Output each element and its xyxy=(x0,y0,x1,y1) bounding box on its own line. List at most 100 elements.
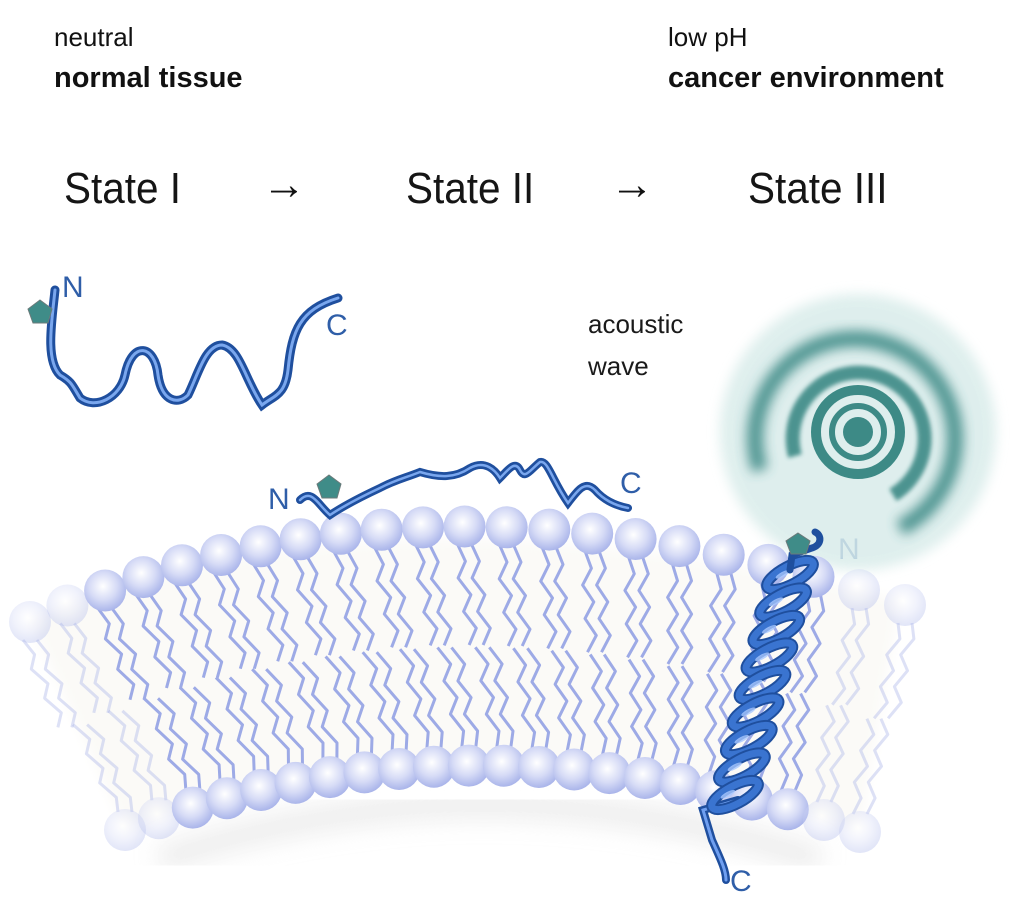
lipid-tail xyxy=(192,686,236,781)
lipid-head xyxy=(447,744,490,787)
state2-c-terminus-label: C xyxy=(620,467,642,500)
state3-cargo-icon xyxy=(785,532,811,555)
lipid-tail xyxy=(789,594,812,694)
lipid-tail xyxy=(346,550,375,652)
acoustic-wave-icon xyxy=(720,294,996,570)
lipid-tail xyxy=(627,658,644,761)
acoustic-wave-label-line1: acoustic xyxy=(588,309,684,339)
lipid-tail xyxy=(214,676,256,773)
lipid-head xyxy=(412,745,455,788)
lipid-heads xyxy=(9,505,926,853)
lipid-tail xyxy=(412,648,444,749)
state2-n-terminus-label: N xyxy=(268,483,290,516)
lipid-tail xyxy=(387,547,414,648)
lipid-head xyxy=(838,569,880,612)
helix-shine xyxy=(734,734,749,744)
lipid-tail xyxy=(488,646,515,748)
lipid-tail xyxy=(142,697,188,790)
lipid-tail xyxy=(212,572,247,670)
lipid-tail xyxy=(550,649,572,752)
lipid-tail xyxy=(226,572,261,670)
lipid-tail xyxy=(564,649,586,752)
lipid-tail xyxy=(886,622,916,720)
lipid-tail xyxy=(707,572,723,673)
lipid-tail xyxy=(666,563,680,665)
lipid-tail xyxy=(470,543,492,646)
lipid-tail xyxy=(777,692,797,792)
lipid-tail xyxy=(73,622,113,714)
lipid-tail xyxy=(59,622,99,714)
lipid-head xyxy=(84,569,127,612)
lipid-tail xyxy=(266,563,299,662)
lipid-head xyxy=(161,544,203,587)
lipid-head xyxy=(802,799,845,841)
helix-shine xyxy=(748,679,763,689)
lipid-tail xyxy=(829,704,850,803)
lipid-tail xyxy=(526,647,551,750)
helix-turn-face xyxy=(742,639,797,676)
lipid-tail xyxy=(332,550,361,652)
lipid-head xyxy=(46,584,89,627)
state1-peptide xyxy=(27,285,343,412)
lipid-head xyxy=(658,525,701,568)
lipid-head xyxy=(239,525,282,568)
lipid-head xyxy=(308,756,351,799)
acoustic-wave-label-line2: wave xyxy=(588,351,649,381)
lipid-tail xyxy=(680,665,694,767)
helix-turn-face xyxy=(715,749,769,786)
lipid-tail xyxy=(156,697,202,790)
lipid-tail xyxy=(414,544,439,646)
lipid-tail xyxy=(721,572,737,673)
left-condition-title: normal tissue xyxy=(54,62,243,94)
lipid-tail xyxy=(107,709,154,801)
lipid-head xyxy=(378,748,421,790)
lipid-tail xyxy=(110,607,150,701)
state-1-label: State I xyxy=(64,164,182,213)
lipid-tail xyxy=(324,655,360,755)
helix-turn-face xyxy=(756,584,810,621)
lipid-head xyxy=(240,769,283,811)
helix-turn-face xyxy=(763,556,817,594)
lipid-head xyxy=(104,809,146,851)
lipid-tail xyxy=(306,556,337,656)
lipid-tail xyxy=(450,646,480,748)
arrow-2-icon: → xyxy=(610,160,654,209)
helix-turn-face xyxy=(708,776,762,814)
lipid-tail xyxy=(637,556,653,659)
helix-shine xyxy=(755,652,770,662)
lipid-head xyxy=(485,506,528,549)
helix-c-tail-highlight xyxy=(701,798,740,882)
lipid-head xyxy=(839,811,881,853)
lipid-head xyxy=(571,512,614,555)
right-condition-title: cancer environment xyxy=(668,62,944,94)
lipid-tail xyxy=(287,661,325,760)
lipid-tail xyxy=(791,692,811,792)
lipid-tail xyxy=(96,607,136,701)
lipid-head xyxy=(614,518,657,560)
lipid-head xyxy=(766,788,809,831)
lipid-tail xyxy=(149,594,187,689)
lipid-tails xyxy=(21,543,916,815)
lipid-tail xyxy=(86,723,134,813)
lipid-tail xyxy=(228,676,270,773)
lipid-tail xyxy=(845,607,871,706)
lipid-tail xyxy=(265,668,304,765)
lipid-tail xyxy=(511,544,532,647)
lipid-tail xyxy=(831,607,857,706)
lipid-head xyxy=(137,797,180,840)
lipid-head xyxy=(884,584,926,626)
lipid-tail xyxy=(398,648,430,749)
lipid-tail xyxy=(865,718,890,815)
lipid-tail xyxy=(187,582,224,679)
lipid-tail xyxy=(666,665,680,767)
lipid-tail xyxy=(178,686,222,781)
lipid-tail xyxy=(252,563,285,662)
lipid-tail xyxy=(851,718,876,815)
lipid-tail xyxy=(581,551,598,653)
helix-turn-face xyxy=(721,721,776,759)
helix-shine xyxy=(775,569,790,579)
lipid-bilayer xyxy=(9,505,926,873)
helix-turn-face xyxy=(728,694,783,731)
state1-n-terminus-label: N xyxy=(62,271,84,304)
